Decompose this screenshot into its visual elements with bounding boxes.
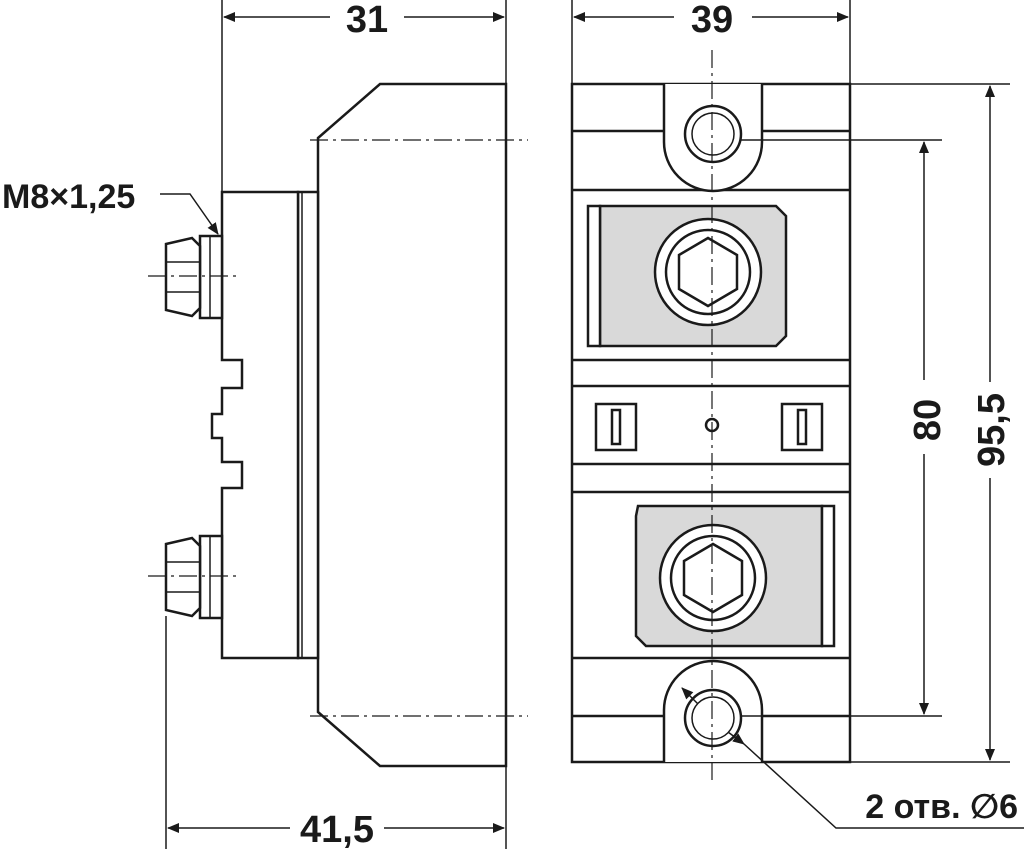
dimension-95-5-label: 95,5 bbox=[971, 393, 1013, 467]
thread-callout-label: M8×1,25 bbox=[2, 178, 135, 216]
dimension-39: 39 bbox=[571, 0, 851, 84]
thread-callout: M8×1,25 bbox=[2, 178, 219, 235]
hole-callout-label: 2 отв. ∅6 bbox=[865, 788, 1018, 826]
dimension-95-5: 95,5 bbox=[850, 83, 1013, 763]
side-housing bbox=[316, 82, 508, 768]
dimension-39-label: 39 bbox=[691, 0, 733, 41]
lower-terminal-pad bbox=[634, 504, 836, 648]
upper-terminal-pad bbox=[586, 204, 788, 348]
upper-mounting-lug bbox=[662, 84, 764, 193]
dimension-31-label: 31 bbox=[346, 0, 388, 41]
dimension-31: 31 bbox=[221, 0, 507, 192]
dimension-41-5: 41,5 bbox=[165, 616, 507, 849]
dimension-80-label: 80 bbox=[907, 399, 949, 441]
side-baseplate bbox=[210, 190, 300, 660]
dimension-41-5-label: 41,5 bbox=[300, 809, 374, 849]
upper-terminal bbox=[164, 234, 224, 320]
hole-callout: 2 отв. ∅6 bbox=[681, 687, 1024, 829]
lower-mounting-lug bbox=[662, 659, 764, 762]
side-flange bbox=[296, 190, 320, 660]
control-pins bbox=[594, 402, 824, 452]
front-view bbox=[570, 50, 942, 780]
side-view bbox=[148, 82, 528, 768]
dimension-80: 80 bbox=[907, 141, 949, 715]
lower-terminal bbox=[164, 534, 224, 620]
